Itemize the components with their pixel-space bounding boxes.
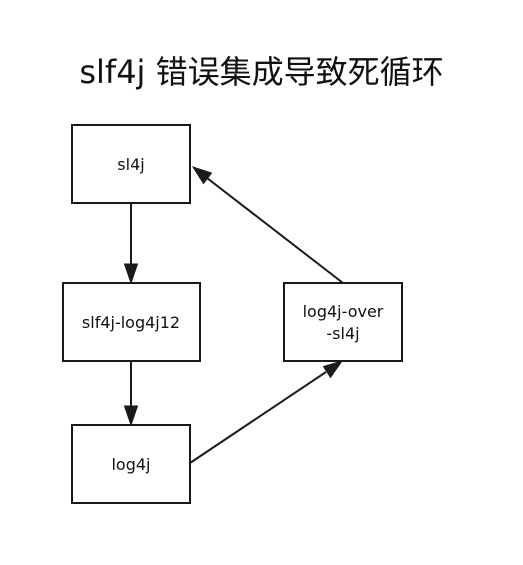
- diagram-title: slf4j 错误集成导致死循环: [79, 53, 444, 91]
- node-log4j-over-sl4j-label-line-2: -sl4j: [326, 324, 359, 343]
- edge-sl4j-to-slf4j-log4j12-arrowhead: [123, 263, 139, 285]
- edge-log4j-to-log4j-over-sl4j-line: [189, 371, 327, 464]
- edge-sl4j-to-slf4j-log4j12: [123, 203, 139, 285]
- node-log4j: log4j: [71, 424, 191, 504]
- edge-log4j-over-sl4j-to-sl4j-line: [206, 177, 344, 284]
- node-log4j-over-sl4j-box: [283, 282, 403, 362]
- node-log4j-over-sl4j-label-line-1: log4j-over: [303, 302, 384, 321]
- edge-log4j-over-sl4j-to-sl4j-arrowhead: [191, 166, 213, 185]
- node-log4j-over-sl4j: log4j-over -sl4j: [283, 282, 403, 362]
- node-log4j-label: log4j: [111, 455, 150, 474]
- edge-log4j-to-log4j-over-sl4j: [189, 360, 344, 464]
- node-slf4j-log4j12: slf4j-log4j12: [62, 282, 201, 362]
- node-sl4j: sl4j: [71, 124, 191, 204]
- edge-log4j-to-log4j-over-sl4j-arrowhead: [322, 360, 344, 379]
- edge-log4j-over-sl4j-to-sl4j: [191, 166, 344, 284]
- node-sl4j-label: sl4j: [117, 155, 144, 174]
- node-sl4j-box: [71, 124, 191, 204]
- edge-slf4j-log4j12-to-log4j: [123, 361, 139, 427]
- node-slf4j-log4j12-label: slf4j-log4j12: [82, 313, 180, 332]
- edge-slf4j-log4j12-to-log4j-arrowhead: [123, 405, 139, 427]
- node-log4j-box: [71, 424, 191, 504]
